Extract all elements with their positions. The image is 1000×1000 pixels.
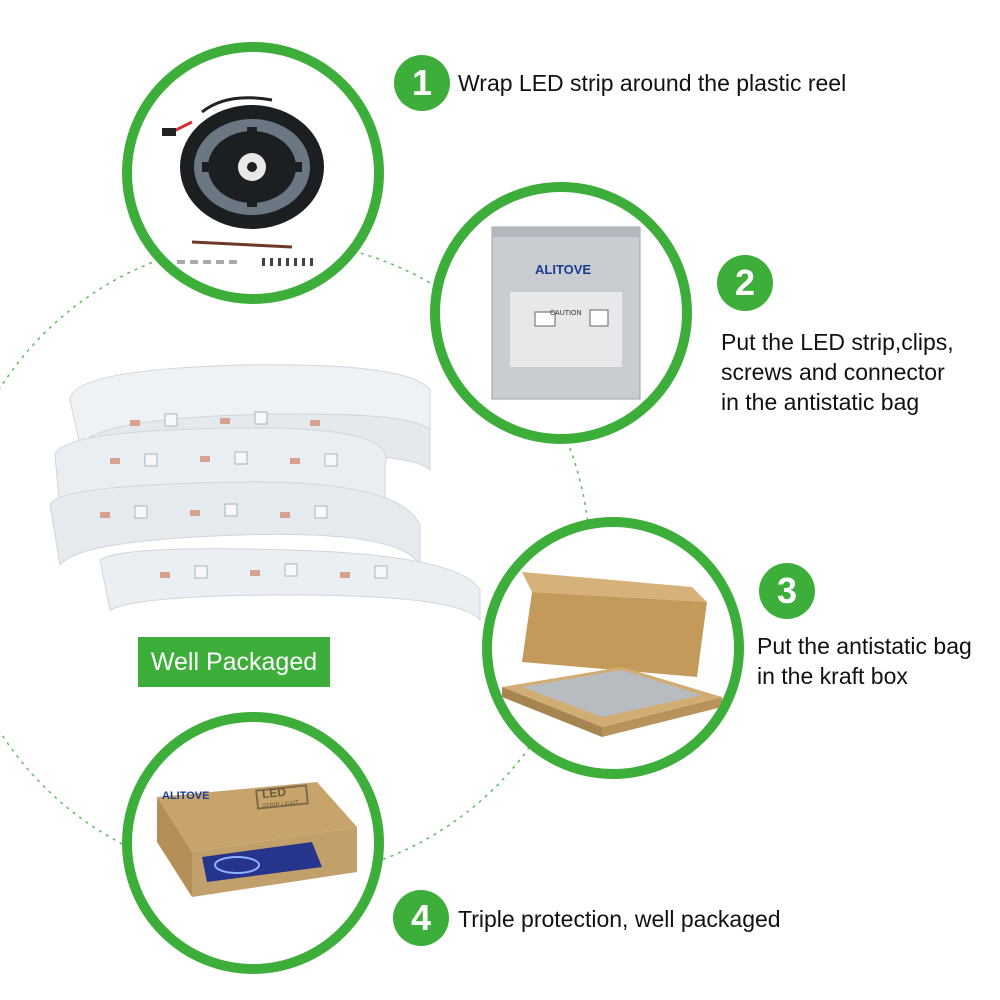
kraft-box-image <box>502 572 722 737</box>
kraft-box-circle <box>482 517 744 779</box>
bag-brand-label: ALITOVE <box>535 262 592 277</box>
step-3-text: Put the antistatic bag in the kraft box <box>757 633 972 689</box>
step-4-number-badge: 4 <box>393 890 449 946</box>
strip-loop-bottom <box>49 481 481 622</box>
step-1-text: Wrap LED strip around the plastic reel <box>458 70 847 96</box>
reel-photo-circle <box>122 42 384 304</box>
strip-copper-pads <box>100 418 350 578</box>
step-2-number-badge: 2 <box>717 255 773 311</box>
retail-box-image <box>157 782 357 897</box>
led-strip-coil-image <box>49 364 481 622</box>
packaged-box-circle: ALITOVE LED STRIP LIGHT <box>122 712 384 974</box>
step-3-number-badge: 3 <box>759 563 815 619</box>
bag-caution-label: CAUTION <box>550 310 582 317</box>
antistatic-bag-circle: ALITOVE CAUTION <box>430 182 692 444</box>
step-1-number-badge: 1 <box>394 55 450 111</box>
plastic-reel-image <box>162 96 324 266</box>
step-2-text: Put the LED strip,clips, screws and conn… <box>721 329 954 415</box>
box-led-logo: LED <box>261 784 287 802</box>
antistatic-bag-image <box>491 226 641 400</box>
step-4-text: Triple protection, well packaged <box>458 906 781 932</box>
strip-led-chips <box>134 411 388 579</box>
well-packaged-badge: Well Packaged <box>138 637 330 687</box>
box-brand-label: ALITOVE <box>162 790 210 802</box>
